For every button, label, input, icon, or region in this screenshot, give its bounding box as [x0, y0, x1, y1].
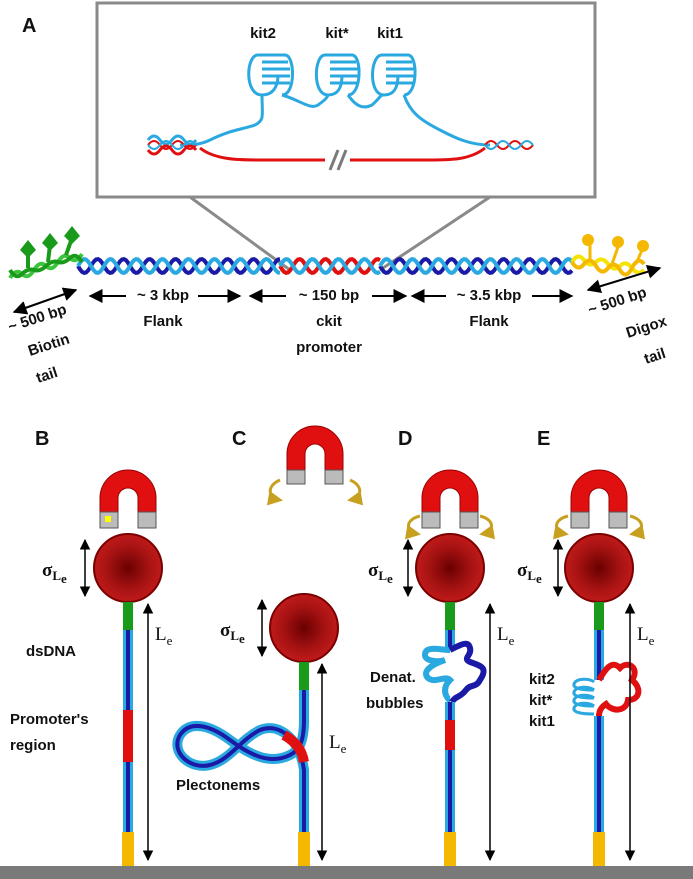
bead	[269, 593, 339, 663]
e-kitstar-label: kit*	[529, 692, 553, 709]
inset-duplex	[146, 134, 534, 171]
biotin-tail-label: tail	[34, 364, 60, 387]
denat-label-line2: bubbles	[366, 695, 424, 712]
promoter-size-label: ~ 150 bp	[299, 287, 359, 304]
digox-size-label: ~ 500 bp	[586, 284, 649, 319]
promoter-label-line2: region	[10, 737, 56, 754]
digox-ball-icon	[582, 234, 594, 246]
bead	[415, 533, 485, 603]
inset-label-kit2: kit2	[250, 25, 276, 42]
magnet-icon	[266, 425, 364, 506]
inset-label-kit1: kit1	[377, 25, 403, 42]
zoom-line-left	[189, 195, 291, 272]
plectonems-label: Plectonems	[176, 777, 260, 794]
construct-helix	[76, 256, 574, 276]
digox-tail	[570, 234, 649, 277]
magnet-icon	[99, 469, 157, 529]
panel-e	[552, 469, 646, 866]
e-kit1-label: kit1	[529, 713, 555, 730]
flank1-name-label: Flank	[143, 313, 183, 330]
inset-frame	[95, 1, 597, 199]
panel-label-e: E	[537, 428, 550, 450]
le-c: Le	[329, 732, 347, 756]
sigma-c: σLe	[220, 620, 245, 646]
panel-d	[402, 469, 496, 866]
digox-tail-label: tail	[642, 345, 668, 368]
magnet-icon	[552, 469, 646, 540]
construct-arrows	[12, 264, 662, 315]
le-d: Le	[497, 624, 515, 648]
bead	[93, 533, 163, 603]
promoter-name-label: ckit	[316, 313, 342, 330]
panel-label-b: B	[35, 428, 49, 450]
denat-label-line1: Denat.	[370, 669, 416, 686]
magnet-icon	[404, 469, 496, 540]
flank2-name-label: Flank	[469, 313, 509, 330]
digox-name-label: Digox	[624, 313, 670, 342]
biotin-diamond-icon	[20, 240, 36, 258]
panel-c	[172, 425, 364, 866]
inset-label-kitstar: kit*	[325, 25, 349, 42]
surface	[0, 866, 693, 879]
biotin-size-label: ~ 500 bp	[6, 301, 69, 336]
promoter-label-line1: Promoter's	[10, 711, 89, 728]
inset-quadruplexes	[179, 53, 491, 147]
panel-b	[79, 469, 163, 866]
bead	[564, 533, 634, 603]
panel-label-a: A	[22, 15, 36, 37]
flank1-size-label: ~ 3 kbp	[137, 287, 189, 304]
promoter-name2-label: promoter	[296, 339, 362, 356]
sigma-d: σLe	[368, 560, 393, 586]
panel-label-d: D	[398, 428, 412, 450]
e-kit2-label: kit2	[529, 671, 555, 688]
panel-label-c: C	[232, 428, 246, 450]
flank2-size-label: ~ 3.5 kbp	[457, 287, 522, 304]
le-e: Le	[637, 624, 655, 648]
biotin-name-label: Biotin	[26, 331, 72, 360]
sigma-b: σLe	[42, 560, 67, 586]
sigma-e: σLe	[517, 560, 542, 586]
biotin-tail	[8, 226, 84, 280]
le-b: Le	[155, 624, 173, 648]
dsdna-label: dsDNA	[26, 643, 76, 660]
